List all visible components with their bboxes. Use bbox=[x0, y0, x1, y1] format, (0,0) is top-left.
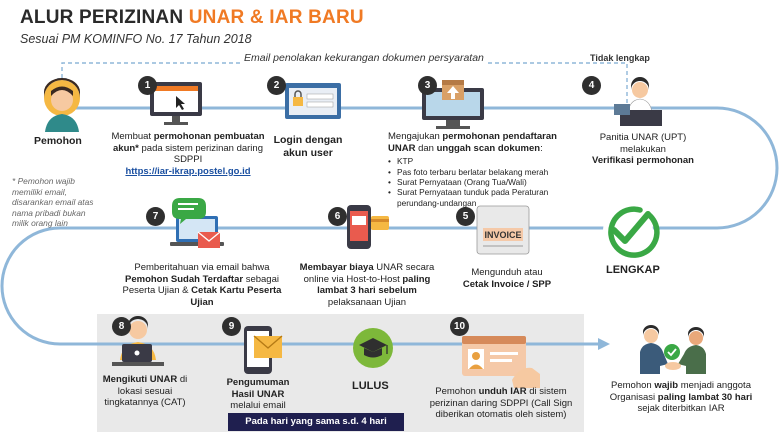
exam-person-icon bbox=[112, 316, 164, 366]
pemohon-person-icon bbox=[44, 78, 80, 132]
email-rejection-label: Email penolakan kekurangan dokumen persy… bbox=[240, 52, 488, 64]
page-subtitle: Sesuai PM KOMINFO No. 17 Tahun 2018 bbox=[20, 32, 252, 46]
document-item: Pas foto terbaru berlatar belakang merah bbox=[388, 167, 568, 178]
step-badge: 5 bbox=[456, 207, 475, 226]
title-part2: UNAR & IAR BARU bbox=[188, 7, 364, 28]
monitor-cursor-icon bbox=[150, 82, 202, 125]
tidak-lengkap-label: Tidak lengkap bbox=[590, 53, 650, 63]
phone-email-icon bbox=[244, 326, 283, 374]
step-badge: 4 bbox=[582, 76, 601, 95]
step-badge: 3 bbox=[418, 76, 437, 95]
check-icon bbox=[603, 206, 660, 258]
step3-text: Mengajukan permohonan pendaftaran UNAR d… bbox=[388, 131, 568, 208]
invoice-text: INVOICE bbox=[484, 230, 521, 240]
email-note: * Pemohon wajib memiliki email, disarank… bbox=[12, 176, 94, 228]
step2-text: Login dengan akun user bbox=[273, 134, 343, 159]
step6-text: Membayar biaya UNAR secara online via Ho… bbox=[299, 262, 435, 308]
handshake-icon bbox=[640, 325, 706, 374]
document-item: Surat Pernyataan tunduk pada Peraturan p… bbox=[388, 187, 568, 208]
phone-payment-icon bbox=[347, 205, 389, 249]
lengkap-label: LENGKAP bbox=[606, 264, 660, 276]
graduation-cap-icon bbox=[353, 328, 393, 368]
same-day-banner: Pada hari yang sama s.d. 4 hari bbox=[228, 413, 404, 431]
step-badge: 7 bbox=[146, 207, 165, 226]
step-badge: 6 bbox=[328, 207, 347, 226]
page-title: ALUR PERIZINAN UNAR & IAR BARU bbox=[20, 7, 364, 29]
laptop-email-icon bbox=[170, 198, 224, 248]
step1-text: Membuat permohonan pembuatan akun* pada … bbox=[111, 131, 265, 177]
document-item: KTP bbox=[388, 156, 568, 167]
step-badge: 2 bbox=[267, 76, 286, 95]
step-badge: 10 bbox=[450, 317, 469, 336]
pemohon-label: Pemohon bbox=[34, 135, 82, 147]
step-badge: 8 bbox=[112, 317, 131, 336]
document-item: Surat Pernyataan (Orang Tua/Wali) bbox=[388, 177, 568, 188]
document-list: KTP Pas foto terbaru berlatar belakang m… bbox=[388, 156, 568, 208]
upload-monitor-icon bbox=[422, 80, 484, 129]
step9-text: Pengumuman Hasil UNAR melalui email bbox=[226, 377, 290, 412]
invoice-icon: INVOICE bbox=[476, 205, 530, 255]
step-badge: 9 bbox=[222, 317, 241, 336]
final-text: Pemohon wajib menjadi anggota Organisasi… bbox=[609, 380, 753, 415]
step10-text: Pemohon unduh IAR di sistem perizinan da… bbox=[429, 386, 573, 421]
flow-arrowhead bbox=[598, 338, 610, 350]
iar-ikrap-link[interactable]: https://iar-ikrap.postel.go.id bbox=[125, 165, 251, 177]
step-badge: 1 bbox=[138, 76, 157, 95]
officer-desk-icon bbox=[614, 77, 662, 126]
id-card-icon bbox=[462, 336, 540, 388]
step8-text: Mengikuti UNAR di lokasi sesuai tingkata… bbox=[102, 374, 188, 409]
flow-line bbox=[0, 106, 779, 346]
title-part1: ALUR PERIZINAN bbox=[20, 7, 189, 28]
login-lock-icon bbox=[285, 83, 341, 119]
lulus-label: LULUS bbox=[352, 380, 389, 392]
